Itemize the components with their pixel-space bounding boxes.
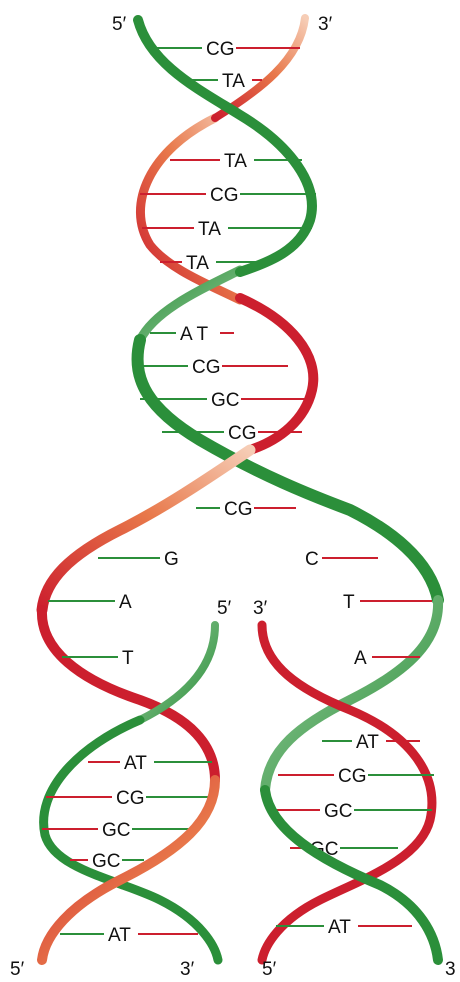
parent-green-strand-lower — [131, 334, 444, 606]
fork-left-base-2: T — [122, 648, 134, 669]
fork-right-bases: C T A — [305, 549, 432, 669]
right-daughter-pair-label-4: AT — [328, 917, 351, 938]
right-daughter-bottom-5prime-label: 5′ — [262, 959, 277, 980]
fork-right-base-1: T — [343, 592, 355, 613]
parent-red-strand-lower — [36, 444, 256, 616]
left-daughter-pair-label-4: AT — [108, 925, 131, 946]
left-daughter-pair-label-2: GC — [102, 820, 131, 841]
right-daughter-pair-label-1: CG — [338, 766, 367, 787]
parent-5prime-label: 5′ — [112, 14, 127, 35]
parent-pair-label-8: GC — [211, 390, 240, 411]
fork-right-base-0: C — [305, 549, 319, 570]
fork-left-base-1: A — [119, 592, 132, 613]
right-daughter-old-strand — [260, 785, 443, 965]
left-daughter-bottom-3prime-label: 3′ — [180, 959, 195, 980]
left-daughter-top-5prime-label: 5′ — [217, 598, 232, 619]
left-daughter-pair-label-0: AT — [124, 753, 147, 774]
parent-helix-front — [36, 15, 444, 616]
parent-pair-label-1: TA — [222, 71, 245, 92]
right-daughter-top-3prime-label: 3′ — [253, 598, 268, 619]
parent-pair-label-7: CG — [192, 357, 221, 378]
fork-left-base-0: G — [164, 549, 179, 570]
parent-green-strand-front — [133, 15, 317, 277]
parent-pair-label-0: CG — [206, 39, 235, 60]
left-daughter-pair-label-1: CG — [116, 788, 145, 809]
left-daughter-base-pairs: AT CG GC GC AT — [42, 753, 212, 946]
left-fork-red-strand — [36, 605, 220, 785]
right-daughter-bottom-3-label: 3 — [445, 959, 456, 980]
fork-left-bases: G A T — [48, 549, 179, 669]
parent-pair-label-6: A T — [180, 324, 209, 345]
right-daughter-new-strand — [257, 620, 437, 965]
left-daughter-old-strand — [37, 775, 220, 965]
parent-red-strand-middle — [235, 293, 319, 455]
left-daughter-helix: AT CG GC GC AT — [37, 621, 223, 965]
parent-green-strand-back — [135, 265, 245, 345]
left-daughter-pair-label-3: GC — [92, 851, 121, 872]
parent-pair-label-9: CG — [228, 423, 257, 444]
left-daughter-new-strand-top — [136, 621, 219, 724]
parent-pair-label-10: CG — [224, 499, 253, 520]
left-daughter-new-strand — [39, 715, 223, 965]
parent-pair-label-2: TA — [224, 151, 247, 172]
fork-right-base-2: A — [354, 648, 367, 669]
left-daughter-bottom-5prime-label: 5′ — [10, 959, 25, 980]
right-daughter-pair-label-0: AT — [356, 732, 379, 753]
right-daughter-pair-label-2: GC — [324, 801, 353, 822]
right-fork-green-strand — [260, 595, 444, 795]
parent-pair-label-5: TA — [186, 253, 209, 274]
parent-pair-label-3: CG — [210, 185, 239, 206]
parent-3prime-label: 3′ — [318, 14, 333, 35]
parent-pair-label-4: TA — [198, 219, 221, 240]
